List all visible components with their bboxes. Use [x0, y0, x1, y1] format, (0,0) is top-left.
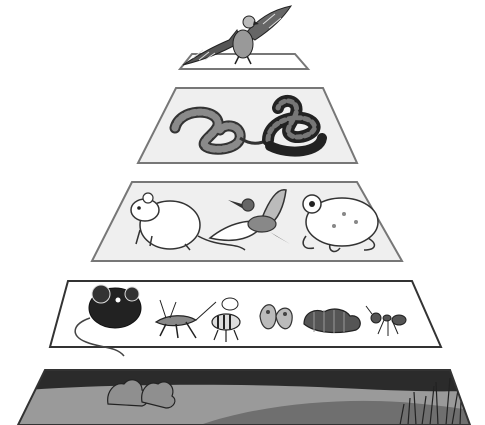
tier-3: [92, 182, 402, 261]
tier-2: [50, 281, 441, 356]
tier-5: [180, 6, 308, 69]
landscape-scene: [0, 370, 485, 425]
tier-4: [138, 88, 357, 163]
tier-1: [0, 370, 485, 425]
